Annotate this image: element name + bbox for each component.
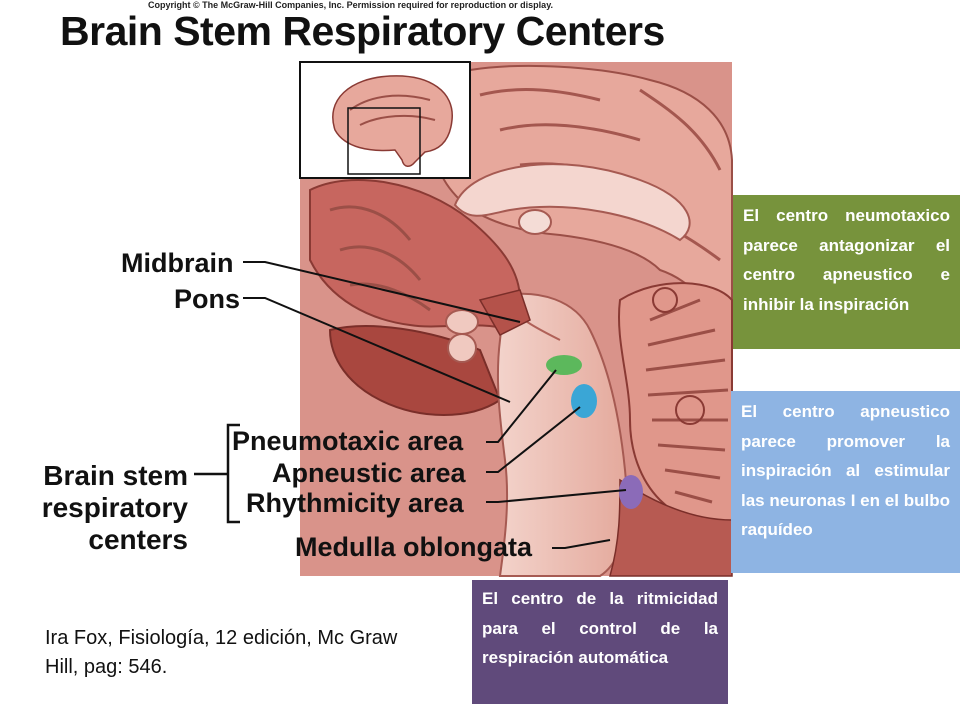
apneustic-area-marker (571, 384, 597, 418)
pneumotaxic-area-marker (546, 355, 582, 375)
note-pneumotaxic: El centro neumotaxico parece antagonizar… (733, 195, 960, 349)
pneumotaxic-leader (486, 369, 557, 443)
note-rhythmicity: El centro de la ritmicidad para el contr… (472, 580, 728, 704)
page-title: Brain Stem Respiratory Centers (60, 8, 665, 54)
note-apneustic: El centro apneustico parece promover la … (731, 391, 960, 573)
rhythmicity-leader (486, 489, 627, 503)
brain-section-drawing (300, 62, 733, 577)
whole-brain-inset (299, 61, 471, 179)
group-label-line-3: centers (88, 524, 188, 555)
group-bracket (194, 423, 240, 524)
group-label-line-1: Brain stem (43, 460, 188, 491)
group-label-line-2: respiratory (41, 492, 188, 523)
label-pneumotaxic-area: Pneumotaxic area (232, 426, 464, 456)
medulla-leader (552, 539, 611, 549)
label-pons: Pons (174, 284, 241, 314)
citation: Ira Fox, Fisiología, 12 edición, Mc Graw… (45, 627, 398, 678)
midbrain-leader (243, 261, 521, 323)
apneustic-leader (486, 406, 581, 473)
rhythmicity-area-marker (619, 475, 643, 509)
label-midbrain: Midbrain (121, 248, 234, 278)
leader-lines (243, 261, 627, 549)
label-brain-stem-respiratory-centers: Brain stem respiratory centers (24, 460, 188, 556)
label-medulla-oblongata: Medulla oblongata (295, 532, 533, 562)
copyright-notice: Copyright © The McGraw-Hill Companies, I… (148, 0, 554, 10)
pons-leader (243, 297, 511, 403)
label-rhythmicity-area: Rhythmicity area (246, 488, 464, 518)
label-apneustic-area: Apneustic area (272, 458, 466, 488)
